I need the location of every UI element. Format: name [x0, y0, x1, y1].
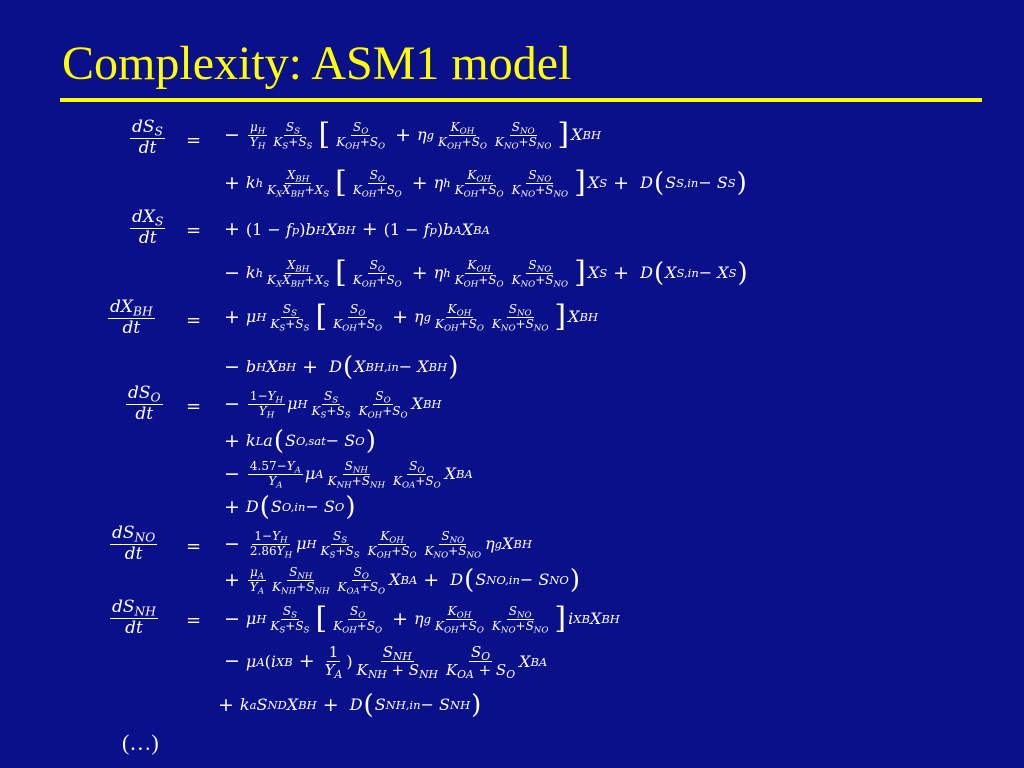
- continuation-ellipsis: (…): [122, 730, 159, 755]
- equals-sign: =: [186, 536, 202, 557]
- slide-title: Complexity: ASM1 model: [62, 37, 572, 90]
- equals-sign: =: [186, 310, 202, 331]
- equals-sign: =: [186, 610, 202, 631]
- equals-sign: =: [186, 220, 202, 241]
- equals-sign: =: [186, 130, 202, 151]
- title-underline: [60, 98, 982, 102]
- equals-sign: =: [186, 396, 202, 417]
